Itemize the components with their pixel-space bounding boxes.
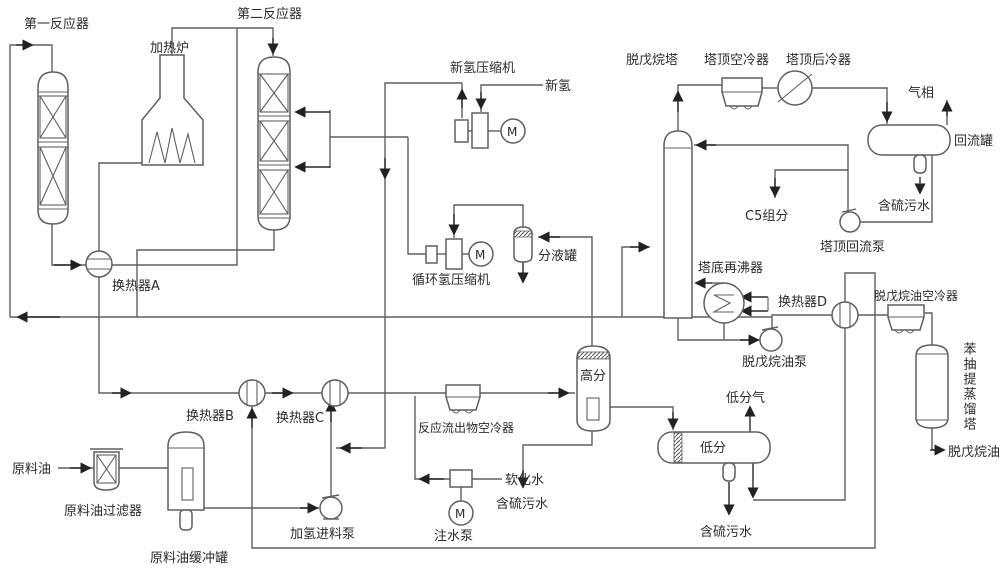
depentanized-oil-cooler-label: 脱戊烷油空冷器 [874, 288, 958, 303]
depentanizer-label: 脱戊烷塔 [626, 53, 678, 68]
feed-pump [319, 494, 343, 520]
raw-oil-label: 原料油 [12, 462, 51, 477]
c5-fraction-label: C5组分 [745, 209, 788, 224]
top-air-cooler [721, 77, 763, 110]
reflux-drum [867, 124, 951, 174]
reflux-pump [839, 208, 861, 233]
fresh-h2-compressor: M [454, 112, 526, 149]
heat-exchanger-a-label: 换热器A [112, 279, 160, 294]
recycle-h2-compressor-label: 循环氢压缩机 [412, 272, 490, 288]
raw-oil-buffer-tank-label: 原料油缓冲罐 [150, 551, 228, 566]
heat-exchanger-b-label: 换热器B [186, 409, 234, 424]
fresh-h2-label: 新氢 [545, 78, 571, 94]
motor-letter: M [507, 125, 517, 139]
motor-letter: M [475, 248, 485, 262]
reflux-pump-label: 塔顶回流泵 [820, 240, 885, 255]
furnace [141, 54, 204, 166]
reflux-drum-label: 回流罐 [954, 134, 993, 149]
reboiler [703, 282, 745, 324]
heat-exchanger-c [321, 379, 349, 407]
sour-water-hp-label: 含硫污水 [496, 496, 548, 512]
heat-exchanger-d [831, 301, 859, 329]
hp-separator [576, 345, 611, 432]
motor-letter: M [455, 507, 465, 521]
heat-exchanger-a [85, 250, 113, 278]
piping [9, 27, 953, 549]
separator-tank-label: 分液罐 [538, 249, 577, 264]
hp-separator-label: 高分 [580, 368, 606, 384]
lp-gas-label: 低分气 [726, 390, 765, 406]
top-air-cooler-label: 塔顶空冷器 [704, 53, 769, 68]
effluent-air-cooler-label: 反应流出物空冷器 [418, 420, 514, 435]
furnace-label: 加热炉 [150, 41, 189, 56]
heat-exchanger-d-label: 换热器D [778, 295, 827, 310]
effluent-air-cooler [445, 384, 481, 414]
soft-water-label: 软化水 [505, 473, 544, 488]
raw-oil-filter [90, 448, 123, 491]
top-after-cooler-label: 塔顶后冷器 [786, 53, 851, 68]
lp-separator-label: 低分 [700, 441, 726, 456]
heat-exchanger-c-label: 换热器C [276, 411, 324, 426]
lp-separator [657, 431, 771, 482]
feed-pump-label: 加氢进料泵 [290, 527, 355, 542]
top-after-cooler [777, 70, 813, 106]
reboiler-label: 塔底再沸器 [698, 260, 763, 276]
depentanized-oil-pump [759, 326, 783, 352]
sour-water-drum-label: 含硫污水 [878, 198, 930, 214]
separator-tank [513, 226, 533, 263]
fresh-h2-compressor-label: 新氢压缩机 [450, 60, 515, 76]
sour-water-lp-label: 含硫污水 [700, 524, 752, 540]
recycle-h2-compressor: M [425, 238, 494, 270]
water-injection: M [448, 469, 474, 526]
depentanized-oil-cooler [887, 304, 925, 334]
depentanized-oil-label: 脱戊烷油 [948, 445, 1000, 460]
depentanizer-tower [663, 130, 693, 319]
benzene-extraction-tower [915, 344, 949, 429]
benzene-extraction-tower-label: 苯抽提蒸馏塔 [961, 342, 977, 432]
raw-oil-buffer-tank [167, 431, 205, 531]
water-pump-label: 注水泵 [434, 529, 473, 544]
second-reactor [257, 56, 291, 231]
depentanized-oil-pump-label: 脱戊烷油泵 [742, 355, 807, 370]
heat-exchanger-b [238, 379, 266, 407]
first-reactor [37, 71, 69, 225]
raw-oil-filter-label: 原料油过滤器 [64, 504, 142, 519]
second-reactor-label: 第二反应器 [237, 6, 302, 22]
first-reactor-label: 第一反应器 [24, 16, 89, 32]
gas-phase-label: 气相 [908, 85, 934, 101]
